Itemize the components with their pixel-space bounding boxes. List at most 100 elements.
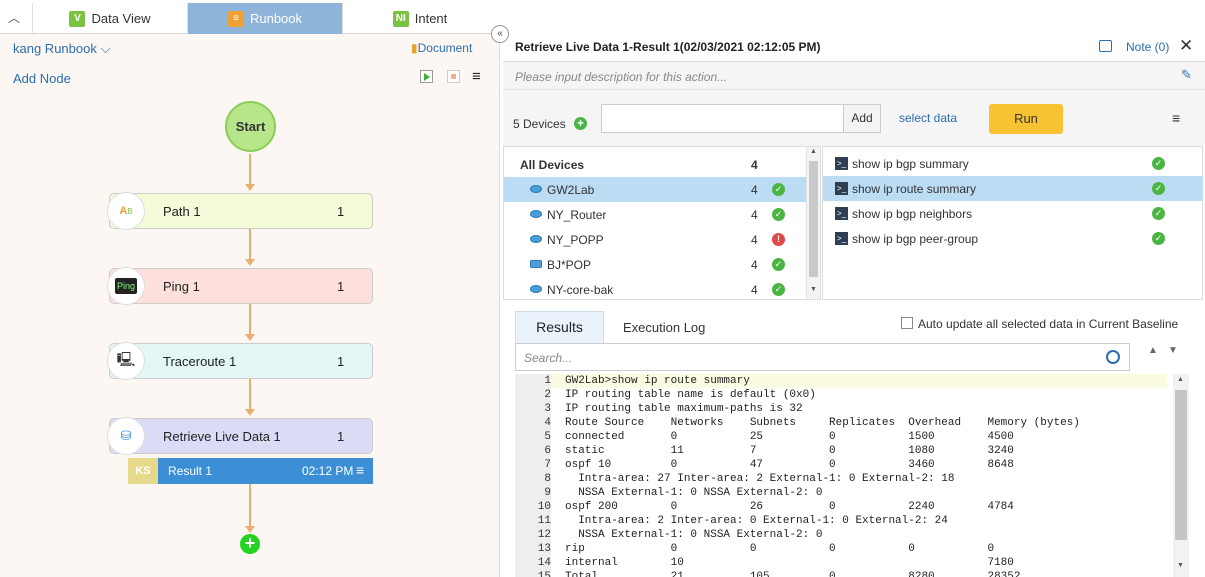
- user-badge: KS: [128, 458, 158, 484]
- command-name: show ip bgp summary: [852, 157, 969, 171]
- data-view-icon: V: [69, 10, 86, 27]
- check-icon: ✓: [1152, 232, 1165, 245]
- edit-icon[interactable]: ✎: [1181, 67, 1192, 82]
- node-count: 1: [337, 279, 345, 294]
- scroll-up-icon[interactable]: ▲: [810, 148, 817, 155]
- device-toolbar: 5 Devices + Add select data Run ≡: [503, 90, 1205, 146]
- command-name: show ip route summary: [852, 182, 977, 196]
- line-number: 14: [515, 556, 551, 570]
- device-row[interactable]: GW2Lab 4 ✓: [504, 177, 806, 202]
- node-traceroute[interactable]: 🖳 Traceroute 1 1: [107, 342, 373, 380]
- note-link[interactable]: Note (0): [1126, 40, 1170, 54]
- line-text: IP routing table maximum-paths is 32: [565, 403, 803, 415]
- traceroute-icon: 🖳: [107, 342, 145, 380]
- tab-intent[interactable]: NI Intent: [342, 3, 497, 34]
- close-icon[interactable]: ✕: [1179, 36, 1194, 55]
- runbook-selector[interactable]: kang Runbook ⌵: [13, 41, 110, 57]
- line-number: 12: [515, 528, 551, 542]
- flow-connector: [249, 484, 251, 529]
- play-button[interactable]: [420, 70, 433, 83]
- router-icon: [530, 285, 542, 293]
- node-ping[interactable]: Ping Ping 1 1: [107, 267, 373, 305]
- scroll-down-icon[interactable]: ▼: [810, 286, 817, 293]
- device-row[interactable]: NY_Router 4 ✓: [504, 202, 806, 227]
- node-retrieve-live-data[interactable]: ⛁ Retrieve Live Data 1 1: [107, 417, 373, 455]
- auto-update-checkbox[interactable]: [901, 317, 913, 329]
- device-count: 4: [751, 233, 758, 247]
- device-count: 4: [751, 208, 758, 222]
- collapse-up-icon[interactable]: ︿: [7, 11, 20, 25]
- flow-arrow: [245, 409, 255, 416]
- tab-data-view[interactable]: V Data View: [32, 3, 187, 34]
- line-text: connected 0 25 0 1500 4500: [565, 431, 1014, 443]
- device-row[interactable]: BJ*POP 4 ✓: [504, 252, 806, 277]
- menu-icon[interactable]: ≡: [472, 68, 481, 85]
- description-bar: Please input description for this action…: [503, 62, 1205, 90]
- command-row[interactable]: >_ show ip bgp peer-group ✓: [823, 226, 1188, 251]
- document-link[interactable]: ▮Document: [411, 41, 472, 55]
- output-scrollbar[interactable]: ▲ ▼: [1173, 374, 1189, 577]
- line-text: NSSA External-1: 0 NSSA External-2: 0: [565, 487, 823, 499]
- device-list-scrollbar[interactable]: ▲ ▼: [806, 147, 820, 299]
- device-row[interactable]: NY-core-bak 4 ✓: [504, 277, 806, 302]
- scroll-thumb[interactable]: [1175, 390, 1187, 540]
- code-line: 11 Intra-area: 2 Inter-area: 0 External-…: [515, 514, 1167, 528]
- add-button[interactable]: Add: [843, 104, 881, 133]
- add-device-icon[interactable]: +: [574, 117, 587, 130]
- tab-execution-log[interactable]: Execution Log: [623, 320, 706, 335]
- tab-runbook[interactable]: ≡ Runbook: [187, 3, 342, 34]
- command-row[interactable]: >_ show ip bgp summary ✓: [823, 151, 1188, 176]
- command-row[interactable]: >_ show ip bgp neighbors ✓: [823, 201, 1188, 226]
- next-match-icon[interactable]: ▼: [1168, 345, 1178, 356]
- ping-icon: Ping: [107, 267, 145, 305]
- device-name: NY_POPP: [547, 233, 604, 247]
- add-node-link[interactable]: Add Node: [13, 71, 71, 86]
- tab-results[interactable]: Results: [515, 311, 604, 343]
- stop-button[interactable]: [447, 70, 460, 83]
- tab-intent-label: Intent: [414, 11, 448, 26]
- scroll-thumb[interactable]: [809, 161, 818, 277]
- runbook-pane: kang Runbook ⌵ ▮Document Add Node ≡ Star…: [0, 34, 500, 577]
- search-icon[interactable]: [1106, 350, 1120, 364]
- command-list: >_ show ip bgp summary ✓ >_ show ip rout…: [822, 146, 1203, 300]
- menu-icon[interactable]: ≡: [1172, 110, 1181, 126]
- command-row[interactable]: >_ show ip route summary ✓: [823, 176, 1203, 201]
- collapse-left-icon[interactable]: «: [491, 25, 509, 43]
- line-text: internal 10 7180: [565, 557, 1014, 569]
- device-row[interactable]: NY_POPP 4 !: [504, 227, 806, 252]
- code-line: 6 static 11 7 0 1080 3240: [515, 444, 1167, 458]
- prev-match-icon[interactable]: ▲: [1148, 345, 1158, 356]
- result-header: Retrieve Live Data 1-Result 1(02/03/2021…: [503, 34, 1205, 62]
- line-text: ospf 200 0 26 0 2240 4784: [565, 501, 1014, 513]
- node-label: Retrieve Live Data 1: [163, 429, 281, 444]
- line-number: 9: [515, 486, 551, 500]
- scroll-up-icon[interactable]: ▲: [1177, 376, 1184, 383]
- error-icon: !: [772, 233, 785, 246]
- description-field[interactable]: Please input description for this action…: [515, 70, 728, 84]
- add-step-button[interactable]: +: [240, 534, 260, 554]
- run-button[interactable]: Run: [989, 104, 1063, 134]
- result-item[interactable]: KS Result 1 02:12 PM ≡: [128, 458, 373, 484]
- popout-icon[interactable]: [1099, 40, 1112, 52]
- line-text: NSSA External-1: 0 NSSA External-2: 0: [565, 529, 823, 541]
- line-text: static 11 7 0 1080 3240: [565, 445, 1014, 457]
- terminal-icon: >_: [835, 232, 848, 245]
- line-number: 6: [515, 444, 551, 458]
- device-input[interactable]: [601, 104, 844, 133]
- result-menu-icon[interactable]: ≡: [356, 462, 365, 478]
- select-data-link[interactable]: select data: [899, 111, 958, 125]
- start-node[interactable]: Start: [225, 101, 276, 152]
- all-devices-row[interactable]: All Devices 4: [504, 152, 806, 177]
- line-number: 11: [515, 514, 551, 528]
- search-input[interactable]: Search...: [524, 351, 573, 365]
- scroll-down-icon[interactable]: ▼: [1177, 562, 1184, 569]
- check-icon: ✓: [1152, 207, 1165, 220]
